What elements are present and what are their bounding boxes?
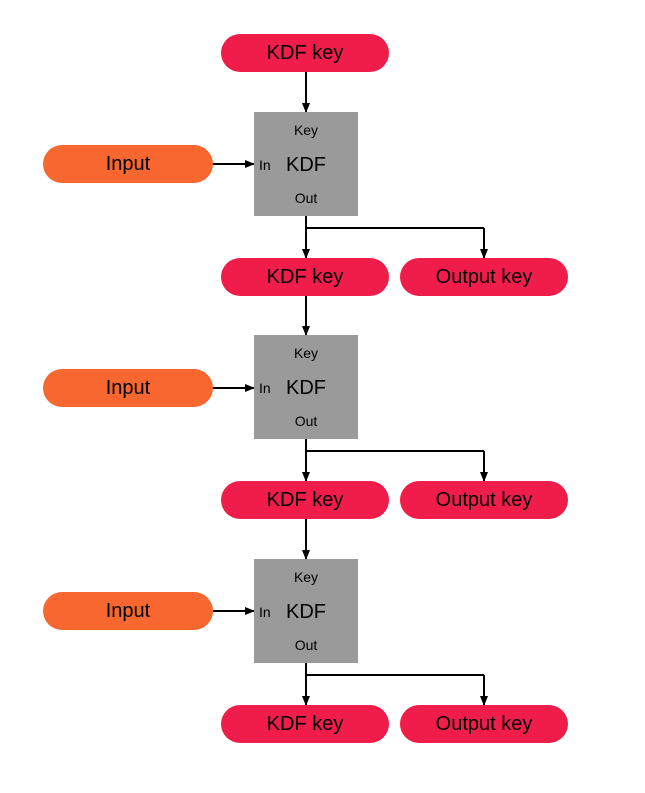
stage-1-output-key: Output key [400,258,568,296]
stage-3-kdf-box: Key In KDF Out [254,559,358,663]
stage-1-input-label: Input [105,152,151,175]
stage-2-box-in-port: In [259,380,271,396]
stage-2-output-key: Output key [400,481,568,519]
stage-2-input-label: Input [105,376,151,399]
stage-2-kdf-box: Key In KDF Out [254,335,358,439]
stage-1-kdf-key-label: KDF key [266,265,344,288]
stage-1-box-in-port: In [259,157,271,173]
stage-3-box-in-port: In [259,604,271,620]
top-kdf-key-label: KDF key [266,41,344,64]
stage-3-input: Input [43,592,213,630]
stage-3-box-out-port: Out [294,637,318,653]
stage-2-box-name: KDF [286,377,326,399]
stage-1-output-key-label: Output key [435,265,533,288]
stage-3-output-key: Output key [400,705,568,743]
stage-3-input-label: Input [105,599,151,622]
stage-2-input: Input [43,369,213,407]
stage-2-kdf-key: KDF key [221,481,389,519]
stage-3-kdf-key: KDF key [221,705,389,743]
stage-1-input: Input [43,145,213,183]
stage-2-box-key-port: Key [293,345,319,361]
stage-2-box-out-port: Out [294,413,318,429]
stage-3-kdf-key-label: KDF key [266,712,344,735]
stage-1-box-out-port: Out [294,190,318,206]
stage-1-box-name: KDF [286,154,326,176]
stage-2-kdf-key-label: KDF key [266,488,344,511]
stage-1-box-key-port: Key [293,122,319,138]
stage-2-output-key-label: Output key [435,488,533,511]
stage-1-kdf-box: Key In KDF Out [254,112,358,216]
top-kdf-key: KDF key [221,34,389,72]
stage-3-box-name: KDF [286,601,326,623]
stage-3-box-key-port: Key [293,569,319,585]
stage-3-output-key-label: Output key [435,712,533,735]
stage-1-kdf-key: KDF key [221,258,389,296]
